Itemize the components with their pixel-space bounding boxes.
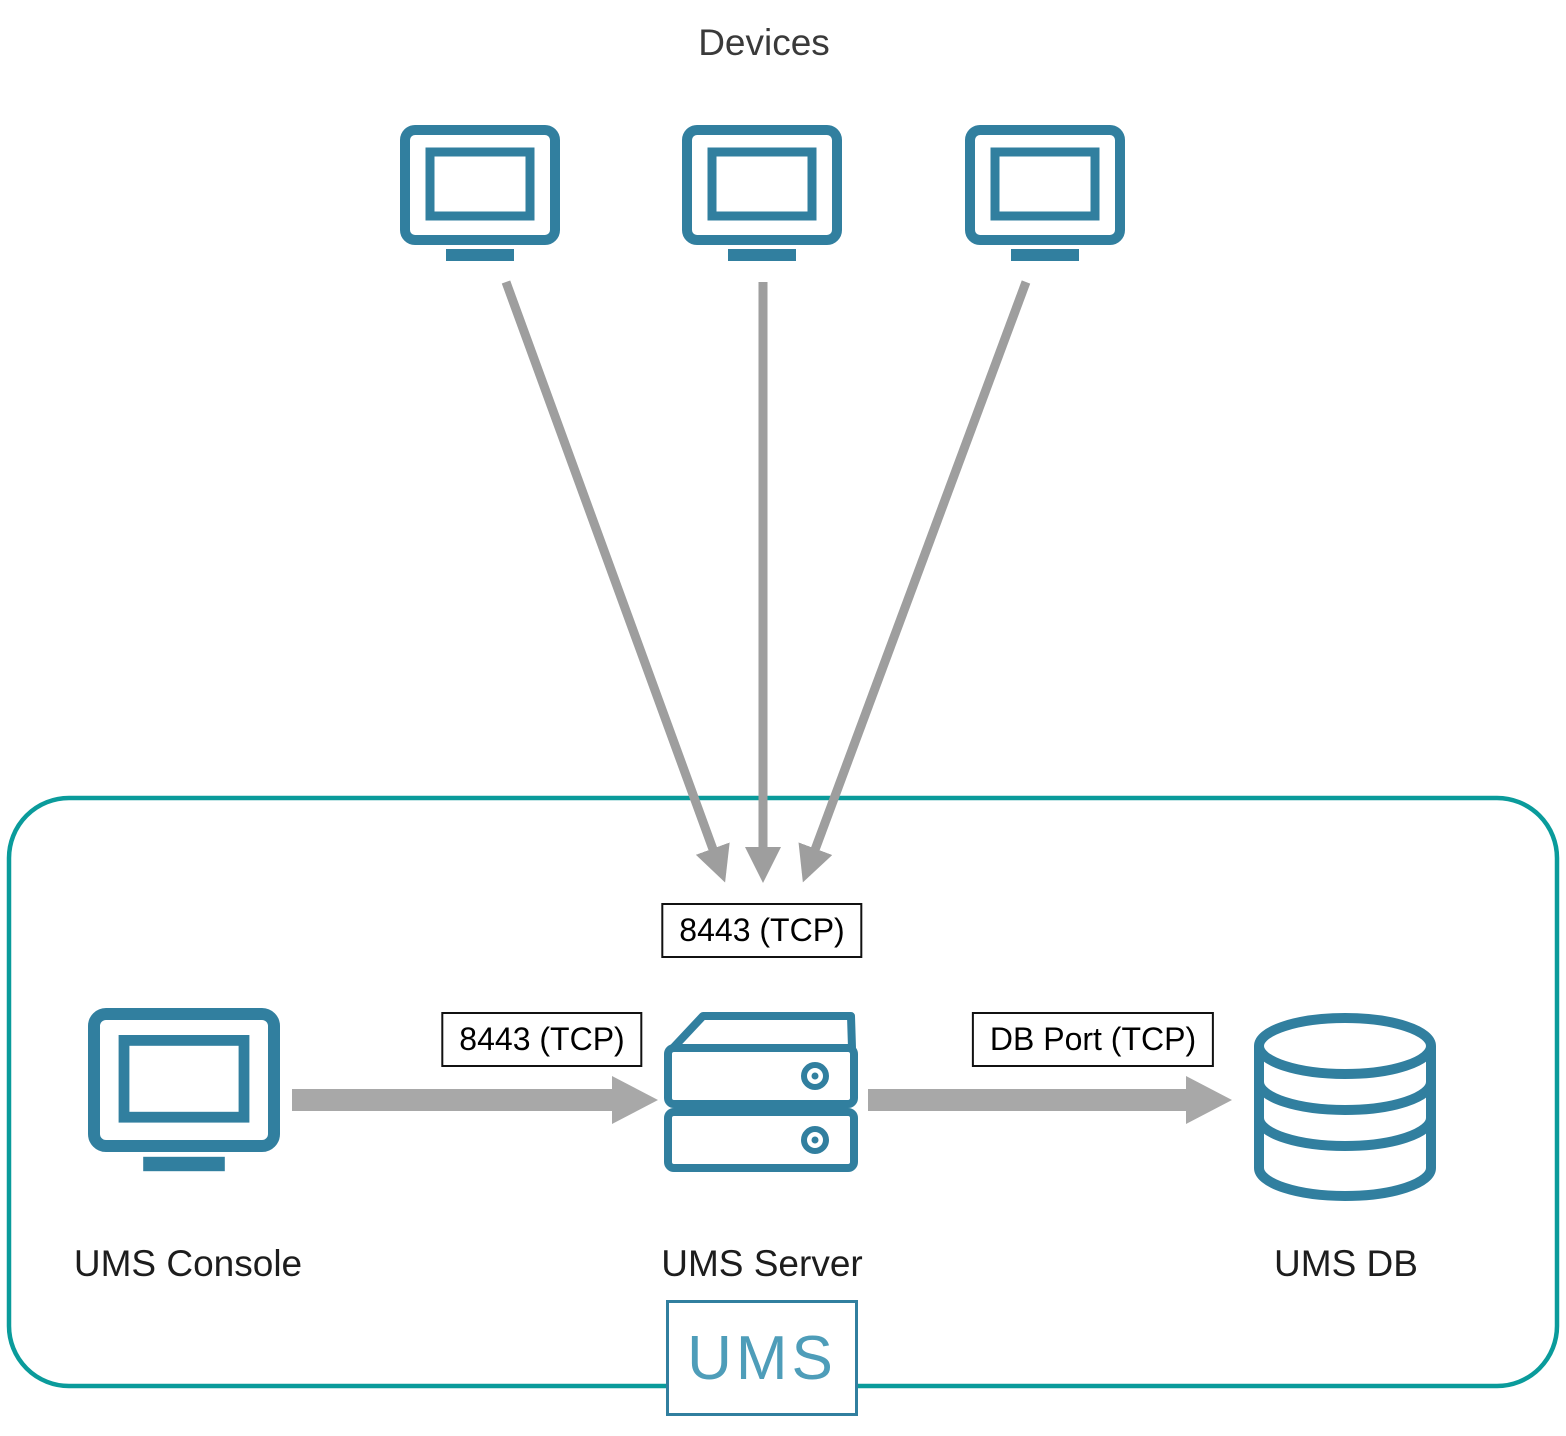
device-monitor-icon [405, 130, 555, 261]
device-monitor-icon [687, 130, 837, 261]
ums-boundary-title: UMS [687, 1323, 837, 1393]
ums-db-label: UMS DB [1274, 1243, 1418, 1284]
console-to-server-arrow [292, 1076, 658, 1124]
port-label-devices-to-server: 8443 (TCP) [661, 903, 863, 959]
ums-console-label: UMS Console [73, 1243, 303, 1284]
device-arrow-3 [798, 280, 1031, 883]
device-monitor-icon [970, 130, 1120, 261]
ums-server-label: UMS Server [661, 1243, 863, 1284]
ums-server-icon [664, 1012, 858, 1172]
ums-boundary-title-box: UMS [666, 1300, 858, 1416]
server-to-db-arrow [868, 1076, 1232, 1124]
port-label-console-to-server: 8443 (TCP) [441, 1012, 643, 1068]
devices-to-server-arrows [501, 280, 1031, 883]
ums-db-icon [1254, 1013, 1436, 1201]
ums-console-icon [94, 1014, 274, 1171]
device-arrow-1 [501, 280, 730, 883]
port-label-server-to-db: DB Port (TCP) [971, 1012, 1215, 1068]
devices-group-label: Devices [698, 22, 830, 63]
